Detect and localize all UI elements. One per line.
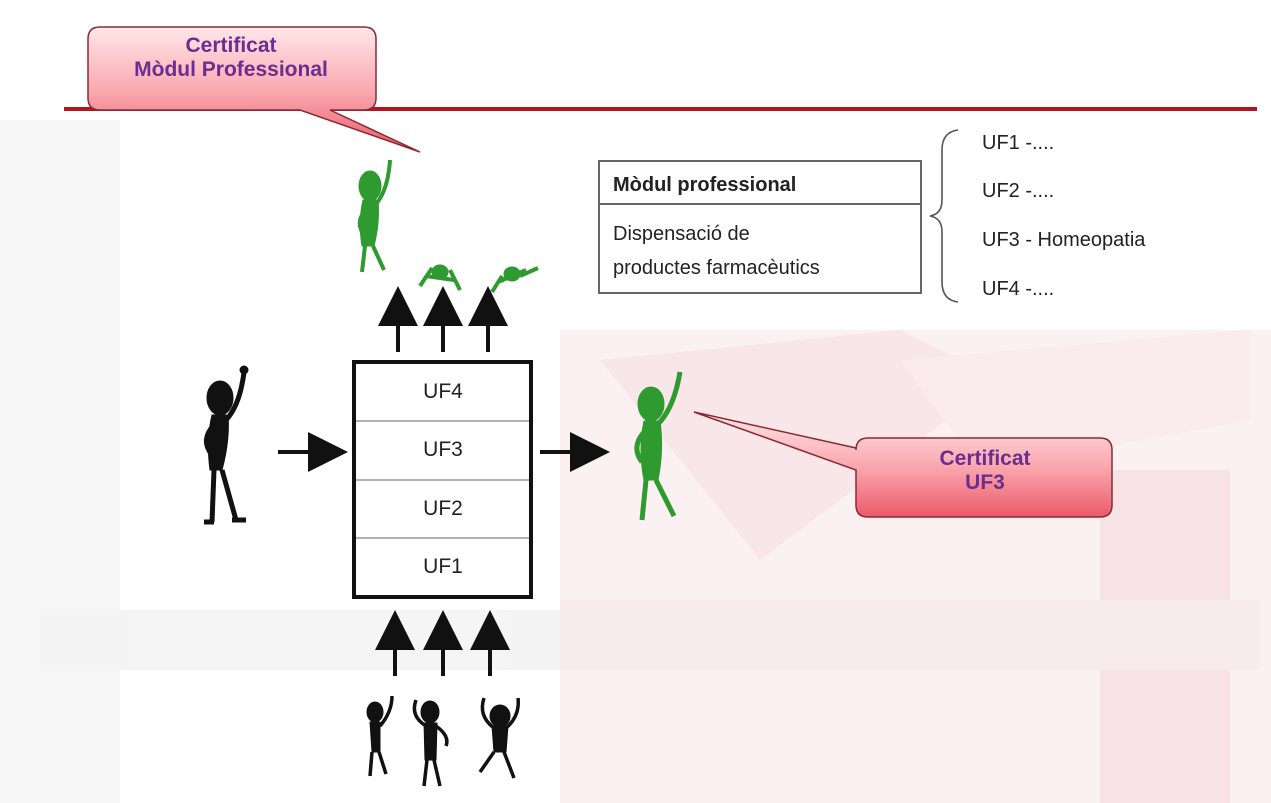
black-figure-bottom-3 [478, 697, 520, 779]
module-certificate-callout [87, 26, 421, 153]
stack-cell-uf4: UF4 [423, 380, 463, 403]
green-figure-jumping-2 [490, 266, 539, 294]
uf3-certificate-label: Certificat UF3 [860, 447, 1110, 495]
green-figure-right [634, 371, 683, 521]
unit-list-item-1: UF1 -.... [982, 132, 1055, 154]
unit-stack [352, 360, 533, 599]
uf3-certificate-line1: Certificat [939, 447, 1031, 470]
unit-list-item-3: UF3 - Homeopatia [982, 229, 1146, 251]
unit-list-item-4: UF4 -.... [982, 278, 1055, 300]
stack-cell-uf3: UF3 [423, 438, 463, 461]
module-certificate-label: Certificat Mòdul Professional [92, 34, 370, 82]
module-table: Mòdul professional Dispensació de produc… [598, 160, 922, 294]
black-figure-bottom-1 [366, 695, 394, 777]
module-table-body-line1: Dispensació de [613, 223, 750, 245]
stack-cell-uf1: UF1 [423, 555, 463, 578]
curly-brace [929, 129, 959, 303]
black-figure-bottom-2 [412, 699, 449, 787]
uf3-certificate-callout [693, 411, 1113, 518]
green-figure-top [357, 159, 392, 273]
module-certificate-line2: Mòdul Professional [134, 58, 328, 82]
module-table-header: Mòdul professional [600, 162, 920, 205]
stack-cell-uf2: UF2 [423, 497, 463, 520]
green-figure-jumping-1 [418, 264, 462, 291]
module-table-body-line2: productes farmacèutics [613, 257, 820, 279]
module-certificate-line1: Certificat [185, 34, 277, 57]
uf3-certificate-line2: UF3 [965, 471, 1005, 495]
unit-list-item-2: UF2 -.... [982, 180, 1055, 202]
black-figure-left [204, 365, 249, 525]
